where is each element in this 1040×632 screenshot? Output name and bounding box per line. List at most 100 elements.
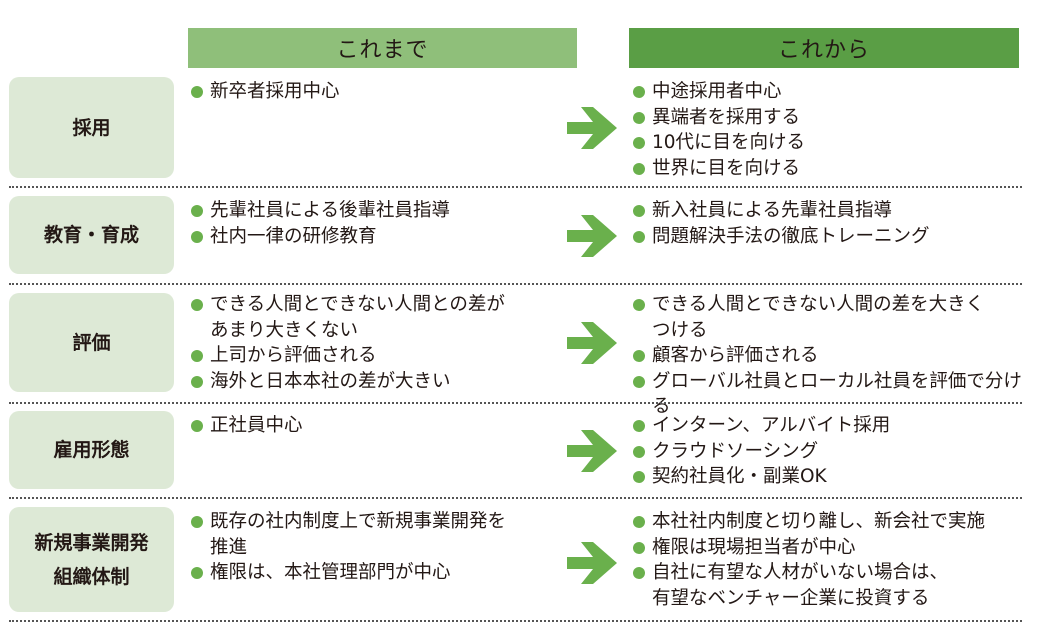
item-text-line: 顧客から評価される <box>652 345 819 366</box>
category-text-line: 評価 <box>72 331 111 354</box>
list-item: 世界に目を向ける <box>632 156 1032 182</box>
green-dot-icon <box>633 567 645 579</box>
green-dot-icon <box>191 420 203 432</box>
green-dot-icon <box>633 516 645 528</box>
item-text-line: 権限は現場担当者が中心 <box>652 536 856 558</box>
list-item: 社内一律の研修教育 <box>190 224 565 250</box>
item-text-line: 海外と日本本社の差が大きい <box>210 370 451 392</box>
category-text-line: 雇用形態 <box>53 439 130 461</box>
list-item: 自社に有望な人材がいない場合は、有望なベンチャー企業に投資する <box>632 560 1032 611</box>
list-item: インターン、アルバイト採用 <box>632 413 1032 439</box>
right-arrow-icon <box>567 430 617 472</box>
item-text-line: 推進 <box>210 536 248 558</box>
green-dot-icon <box>191 516 203 528</box>
before-list: 正社員中心 <box>190 413 565 439</box>
green-dot-icon <box>633 111 645 124</box>
category-text-line: 組織体制 <box>53 565 130 588</box>
before-list: 既存の社内制度上で新規事業開発を推進権限は、本社管理部門が中心 <box>190 509 565 586</box>
list-item: 上司から評価される <box>190 343 565 369</box>
list-item: グローバル社員とローカル社員を評価で分ける <box>632 369 1032 420</box>
list-item: 異端者を採用する <box>632 105 1032 131</box>
green-dot-icon <box>633 230 645 243</box>
category-text-line: 採用 <box>72 116 111 139</box>
category-label: 採用 <box>9 77 174 178</box>
row-divider <box>9 402 1022 404</box>
before-list: 先輩社員による後輩社員指導社内一律の研修教育 <box>190 198 565 249</box>
green-dot-icon <box>191 230 203 243</box>
item-text-line: インターン、アルバイト採用 <box>652 415 891 436</box>
after-list: できる人間とできない人間の差を大きくつける顧客から評価されるグローバル社員とロー… <box>632 292 1032 420</box>
item-text-line: クラウドソーシング <box>652 440 819 462</box>
list-item: 問題解決手法の徹底トレーニング <box>632 224 1032 250</box>
item-text-line: 上司から評価される <box>210 345 377 366</box>
green-dot-icon <box>633 541 645 554</box>
item-text-line: 既存の社内制度上で新規事業開発を <box>210 511 507 532</box>
green-dot-icon <box>633 137 645 149</box>
item-text-line: 権限は、本社管理部門が中心 <box>210 562 451 583</box>
green-dot-icon <box>633 86 645 98</box>
item-text-line: できる人間とできない人間の差を大きく <box>652 294 985 315</box>
list-item: 権限は、本社管理部門が中心 <box>190 560 565 586</box>
before-list: 新卒者採用中心 <box>190 79 565 105</box>
green-dot-icon <box>633 205 645 217</box>
item-text-line: できる人間とできない人間との差が <box>210 294 505 315</box>
list-item: できる人間とできない人間の差を大きくつける <box>632 292 1032 343</box>
item-text-line: 契約社員化・副業OK <box>652 466 827 487</box>
item-text-line: 異端者を採用する <box>652 106 801 128</box>
category-label: 新規事業開発組織体制 <box>9 507 174 612</box>
list-item: できる人間とできない人間との差があまり大きくない <box>190 292 565 343</box>
item-text-line: 問題解決手法の徹底トレーニング <box>652 225 930 247</box>
green-dot-icon <box>191 350 203 362</box>
category-text-line: 新規事業開発 <box>34 531 149 554</box>
right-arrow-icon <box>567 542 617 584</box>
item-text-line: 新卒者採用中心 <box>210 81 340 102</box>
item-text-line: 正社員中心 <box>210 415 303 436</box>
item-text-line: 新入社員による先輩社員指導 <box>652 200 892 221</box>
category-text: 新規事業開発組織体制 <box>34 526 148 594</box>
header-after: これから <box>629 28 1019 68</box>
after-list: インターン、アルバイト採用クラウドソーシング契約社員化・副業OK <box>632 413 1032 490</box>
header-before: これまで <box>188 28 577 68</box>
list-item: 先輩社員による後輩社員指導 <box>190 198 565 224</box>
list-item: 10代に目を向ける <box>632 130 1032 156</box>
item-text-line: 先輩社員による後輩社員指導 <box>210 200 450 221</box>
list-item: 契約社員化・副業OK <box>632 464 1032 490</box>
list-item: 権限は現場担当者が中心 <box>632 535 1032 561</box>
green-dot-icon <box>191 567 203 579</box>
category-label: 評価 <box>9 293 174 392</box>
category-text: 採用 <box>72 111 110 145</box>
before-list: できる人間とできない人間との差があまり大きくない上司から評価される海外と日本本社… <box>190 292 565 394</box>
right-arrow-icon <box>567 107 617 149</box>
list-item: 海外と日本本社の差が大きい <box>190 369 565 395</box>
green-dot-icon <box>633 445 645 458</box>
right-arrow-icon <box>567 215 617 257</box>
category-text: 教育・育成 <box>44 218 139 252</box>
list-item: 顧客から評価される <box>632 343 1032 369</box>
right-arrow-icon <box>567 322 617 364</box>
item-text-line: 本社社内制度と切り離し、新会社で実施 <box>652 511 986 532</box>
item-text-line: 有望なベンチャー企業に投資する <box>652 587 930 609</box>
row-divider <box>9 620 1022 622</box>
green-dot-icon <box>191 375 203 388</box>
list-item: 本社社内制度と切り離し、新会社で実施 <box>632 509 1032 535</box>
item-text-line: 自社に有望な人材がいない場合は、 <box>652 562 949 583</box>
category-text-line: 教育・育成 <box>43 224 139 246</box>
list-item: 新入社員による先輩社員指導 <box>632 198 1032 224</box>
green-dot-icon <box>191 299 203 311</box>
green-dot-icon <box>633 420 645 432</box>
item-text-line: つける <box>652 319 708 341</box>
category-label: 雇用形態 <box>9 411 174 489</box>
green-dot-icon <box>633 162 645 175</box>
category-text: 評価 <box>72 326 110 360</box>
list-item: 新卒者採用中心 <box>190 79 565 105</box>
item-text-line: グローバル社員とローカル社員を評価で分ける <box>652 370 1022 418</box>
item-text-line: 世界に目を向ける <box>652 157 801 179</box>
category-text: 雇用形態 <box>53 433 129 467</box>
after-list: 本社社内制度と切り離し、新会社で実施権限は現場担当者が中心自社に有望な人材がいな… <box>632 509 1032 611</box>
row-divider <box>9 283 1022 285</box>
list-item: 中途採用者中心 <box>632 79 1032 105</box>
list-item: 正社員中心 <box>190 413 565 439</box>
green-dot-icon <box>191 205 203 217</box>
green-dot-icon <box>191 86 203 98</box>
